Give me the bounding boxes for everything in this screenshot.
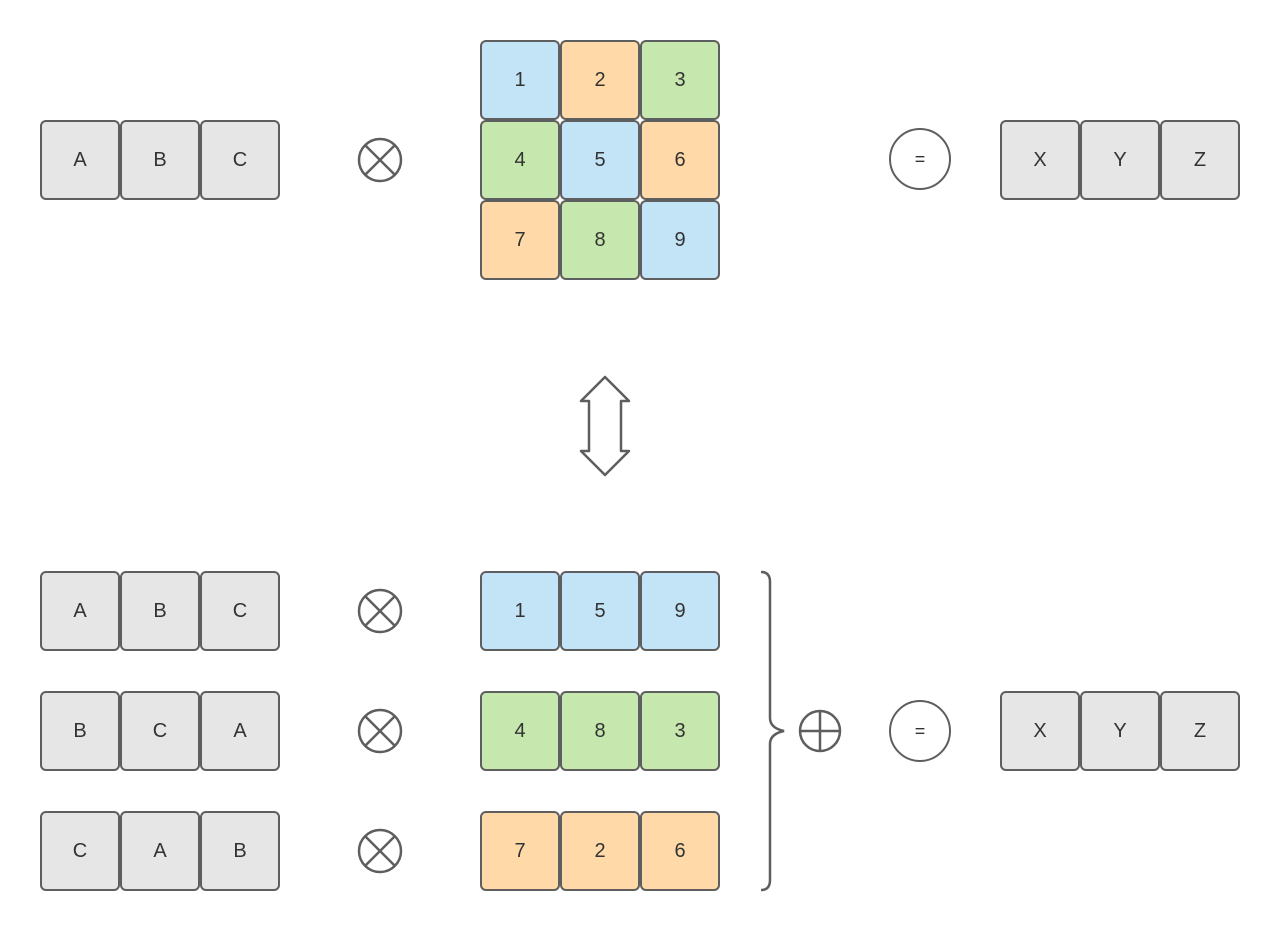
shifted-input-cell: C [120, 691, 200, 771]
circle-plus-icon [798, 709, 842, 753]
matrix-cell: 4 [480, 120, 560, 200]
top-input-cell: A [40, 120, 120, 200]
diagonal-cell: 4 [480, 691, 560, 771]
matrix-cell: 8 [560, 200, 640, 280]
circle-times-icon [357, 708, 403, 754]
circle-times-icon [357, 137, 403, 183]
top-output-cell: Y [1080, 120, 1160, 200]
bottom-equals-symbol: = [889, 700, 951, 762]
shifted-input-cell: A [120, 811, 200, 891]
matrix-cell: 6 [640, 120, 720, 200]
top-equals-symbol: = [889, 128, 951, 190]
diagonal-cell: 5 [560, 571, 640, 651]
double-arrow-icon [579, 375, 631, 477]
shifted-input-cell: A [40, 571, 120, 651]
matrix-cell: 2 [560, 40, 640, 120]
shifted-input-cell: C [200, 571, 280, 651]
diagonal-cell: 1 [480, 571, 560, 651]
top-output-cell: X [1000, 120, 1080, 200]
shifted-input-cell: A [200, 691, 280, 771]
bottom-output-cell: Y [1080, 691, 1160, 771]
bottom-output-cell: X [1000, 691, 1080, 771]
matrix-cell: 3 [640, 40, 720, 120]
matrix-cell: 7 [480, 200, 560, 280]
matrix-cell: 1 [480, 40, 560, 120]
top-input-cell: B [120, 120, 200, 200]
diagonal-cell: 9 [640, 571, 720, 651]
shifted-input-cell: B [200, 811, 280, 891]
diagonal-cell: 2 [560, 811, 640, 891]
bottom-output-cell: Z [1160, 691, 1240, 771]
top-output-cell: Z [1160, 120, 1240, 200]
circle-times-icon [357, 588, 403, 634]
circle-times-icon [357, 828, 403, 874]
shifted-input-cell: C [40, 811, 120, 891]
diagonal-cell: 3 [640, 691, 720, 771]
diagonal-cell: 7 [480, 811, 560, 891]
matrix-cell: 9 [640, 200, 720, 280]
top-input-cell: C [200, 120, 280, 200]
diagonal-cell: 6 [640, 811, 720, 891]
matrix-cell: 5 [560, 120, 640, 200]
diagonal-cell: 8 [560, 691, 640, 771]
right-brace-icon [760, 570, 785, 892]
shifted-input-cell: B [120, 571, 200, 651]
shifted-input-cell: B [40, 691, 120, 771]
